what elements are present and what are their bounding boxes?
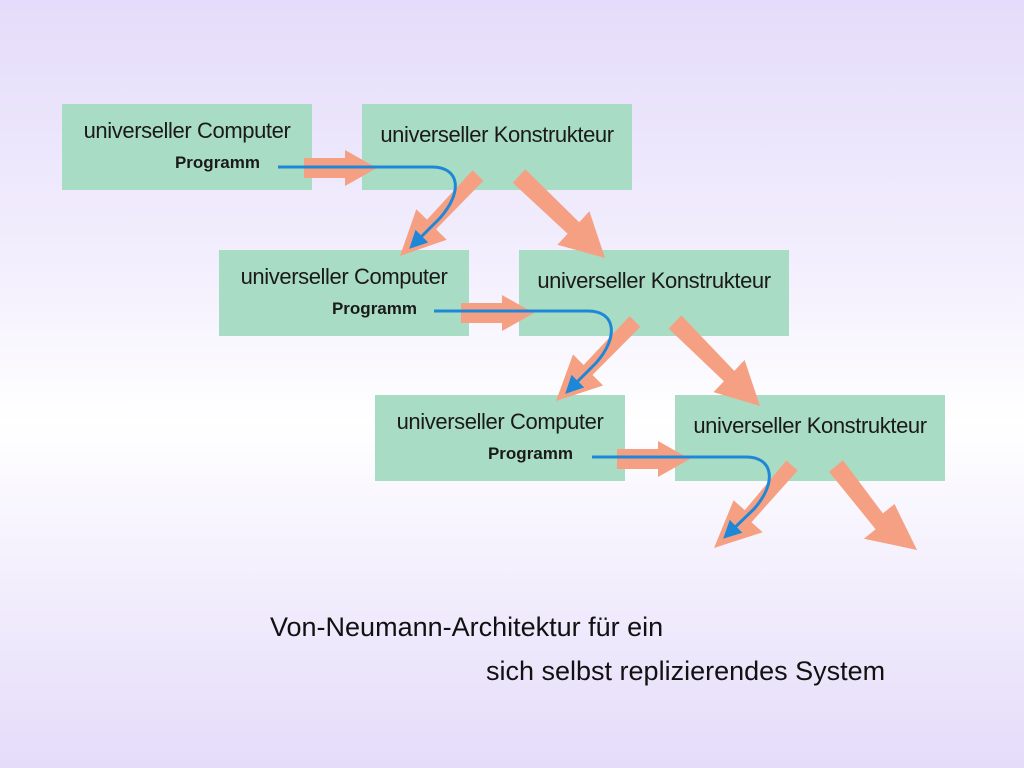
- constructor-title-2: universeller Konstrukteur: [537, 268, 771, 293]
- constructor-title-1: universeller Konstrukteur: [380, 122, 614, 147]
- computer-title-2: universeller Computer: [240, 264, 448, 289]
- computer-box-2: universeller Computer Programm: [219, 250, 469, 336]
- computer-box-3: universeller Computer Programm: [375, 395, 625, 481]
- constructor-box-1: universeller Konstrukteur: [362, 104, 632, 190]
- caption-line-2: sich selbst replizierendes System: [486, 656, 886, 686]
- computer-title-3: universeller Computer: [396, 409, 604, 434]
- program-label-2: Programm: [331, 299, 417, 318]
- constructor-box-3: universeller Konstrukteur: [675, 395, 945, 481]
- computer-box-1: universeller Computer Programm: [62, 104, 312, 190]
- constructor-title-3: universeller Konstrukteur: [693, 413, 927, 438]
- computer-title-1: universeller Computer: [83, 118, 291, 143]
- program-label-3: Programm: [487, 444, 573, 463]
- caption-line-1: Von-Neumann-Architektur für ein: [270, 612, 664, 642]
- constructor-box-2: universeller Konstrukteur: [519, 250, 789, 336]
- program-label-1: Programm: [174, 153, 260, 172]
